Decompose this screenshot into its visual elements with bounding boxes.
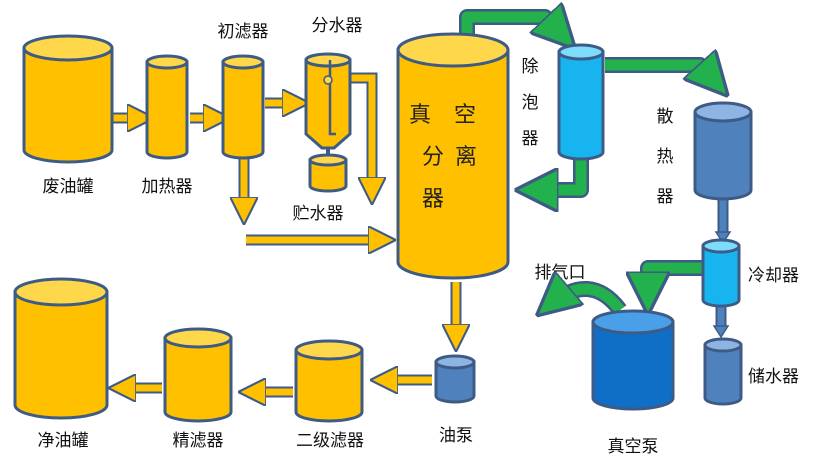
water-storage-label: 储水器 [748, 367, 799, 387]
vacuum-pump-label: 真空泵 [608, 437, 659, 457]
vacuum-separator-label-char-1: 真 [409, 103, 431, 128]
waste-oil-tank-label: 废油罐 [43, 177, 94, 197]
heater [145, 54, 189, 160]
vacuum-separator [396, 32, 510, 280]
vacuum-separator-label-char-2: 空 [454, 103, 476, 128]
labels: 废油罐 加热器 初滤器 分水器 贮水器 真 空 分 离 器 除 泡 器 散 热 … [38, 16, 800, 457]
cooler [701, 238, 741, 308]
radiator-label-char-1: 散 [657, 107, 674, 127]
heater-label: 加热器 [142, 177, 193, 197]
clean-oil-tank [13, 277, 109, 420]
defoamer [557, 43, 605, 161]
radiator-label-char-3: 器 [657, 187, 674, 207]
water-separator [304, 52, 352, 160]
water-storage [703, 337, 743, 406]
waste-oil-tank [22, 34, 114, 164]
fine-filter [163, 327, 233, 423]
cooler-label: 冷却器 [748, 266, 799, 286]
water-pipes [712, 200, 732, 339]
radiator-label-char-2: 热 [657, 147, 674, 167]
vacuum-separator-label-char-4: 离 [455, 145, 477, 170]
oil-pipes [113, 72, 456, 392]
defoamer-label-char-2: 泡 [522, 93, 539, 113]
defoamer-label-char-3: 器 [522, 129, 539, 149]
defoamer-label-char-1: 除 [522, 57, 539, 77]
vacuum-pump [591, 309, 675, 411]
secondary-filter [294, 339, 364, 423]
fine-filter-label: 精滤器 [173, 431, 224, 451]
oil-pump-label: 油泵 [439, 426, 473, 446]
primary-filter-label: 初滤器 [218, 22, 269, 42]
vacuum-separator-label-char-5: 器 [422, 187, 444, 212]
water-storage-small [308, 153, 348, 193]
oil-pump [434, 354, 476, 404]
radiator [693, 101, 753, 201]
water-separator-label: 分水器 [312, 16, 363, 36]
primary-filter [221, 54, 265, 160]
exhaust-port-label: 排气口 [535, 263, 586, 283]
vacuum-separator-label-char-3: 分 [422, 145, 444, 170]
water-storage-small-label: 贮水器 [293, 204, 344, 224]
clean-oil-tank-label: 净油罐 [38, 431, 89, 451]
secondary-filter-label: 二级滤器 [296, 431, 364, 451]
